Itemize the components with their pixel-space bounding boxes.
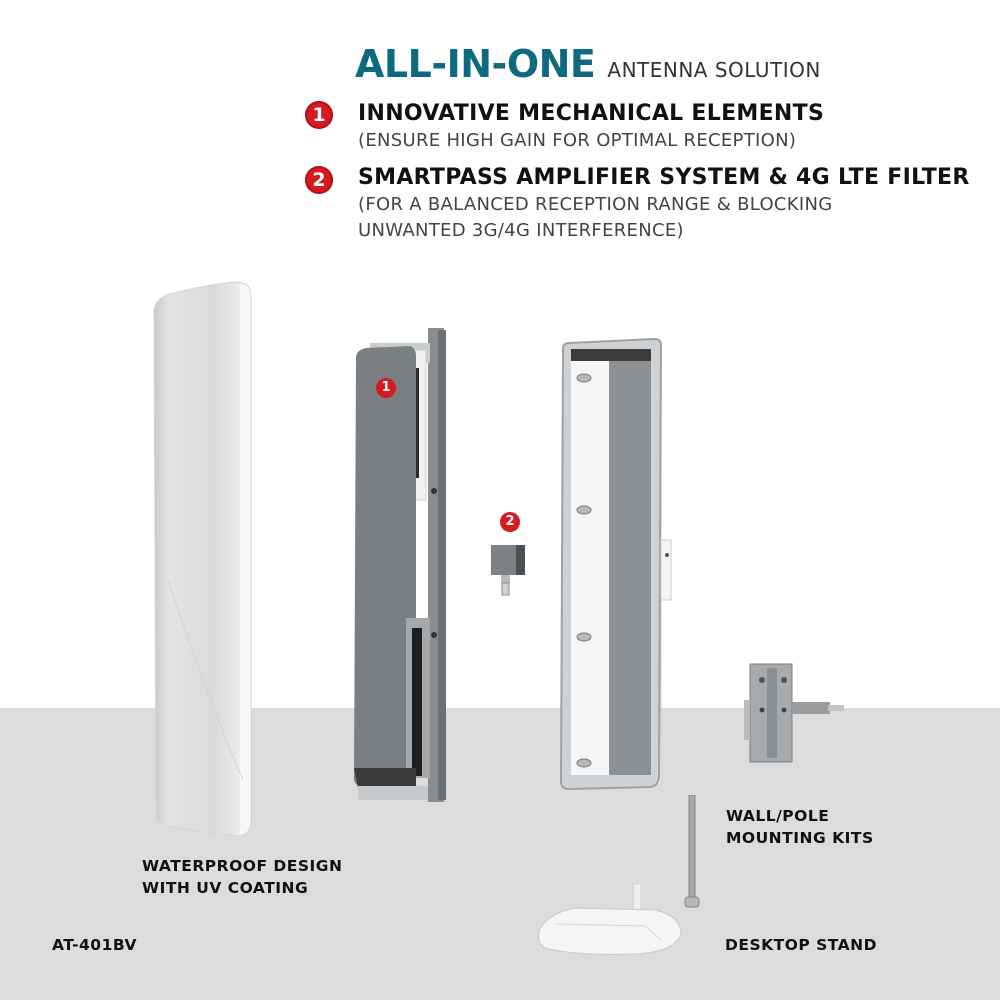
feature-2-description-line1: (FOR A BALANCED RECEPTION RANGE & BLOCKI… bbox=[358, 194, 833, 215]
model-number: AT-401BV bbox=[52, 936, 138, 954]
number-badge-1: 1 bbox=[305, 101, 333, 129]
antenna-rear-housing-image bbox=[559, 337, 672, 791]
desktop-stand-image bbox=[538, 883, 682, 955]
waterproof-label-line1: WATERPROOF DESIGN bbox=[142, 857, 343, 875]
waterproof-label-line2: WITH UV COATING bbox=[142, 879, 309, 897]
feature-1-title: INNOVATIVE MECHANICAL ELEMENTS bbox=[358, 101, 825, 126]
feature-1-description: (ENSURE HIGH GAIN FOR OPTIMAL RECEPTION) bbox=[358, 130, 797, 151]
mounting-bolt-image bbox=[684, 795, 700, 908]
mounting-label-line1: WALL/POLE bbox=[726, 807, 830, 825]
antenna-internal-elements-image bbox=[354, 328, 446, 802]
callout-badge-1: 1 bbox=[376, 378, 396, 398]
wall-pole-bracket-image bbox=[744, 663, 844, 763]
mounting-label-line2: MOUNTING KITS bbox=[726, 829, 874, 847]
amplifier-module-image bbox=[491, 545, 525, 596]
mounting-kits-label: WALL/POLE MOUNTING KITS bbox=[726, 805, 874, 849]
desktop-stand-label: DESKTOP STAND bbox=[725, 936, 878, 954]
waterproof-design-label: WATERPROOF DESIGN WITH UV COATING bbox=[142, 855, 343, 899]
title-sub: ANTENNA SOLUTION bbox=[607, 58, 821, 82]
callout-badge-2: 2 bbox=[500, 512, 520, 532]
antenna-front-cover-image bbox=[153, 281, 252, 837]
page-title: ALL-IN-ONE ANTENNA SOLUTION bbox=[355, 42, 821, 86]
title-main: ALL-IN-ONE bbox=[355, 42, 596, 86]
feature-2-description-line2: UNWANTED 3G/4G INTERFERENCE) bbox=[358, 220, 684, 241]
number-badge-2: 2 bbox=[305, 166, 333, 194]
feature-2-title: SMARTPASS AMPLIFIER SYSTEM & 4G LTE FILT… bbox=[358, 165, 970, 190]
